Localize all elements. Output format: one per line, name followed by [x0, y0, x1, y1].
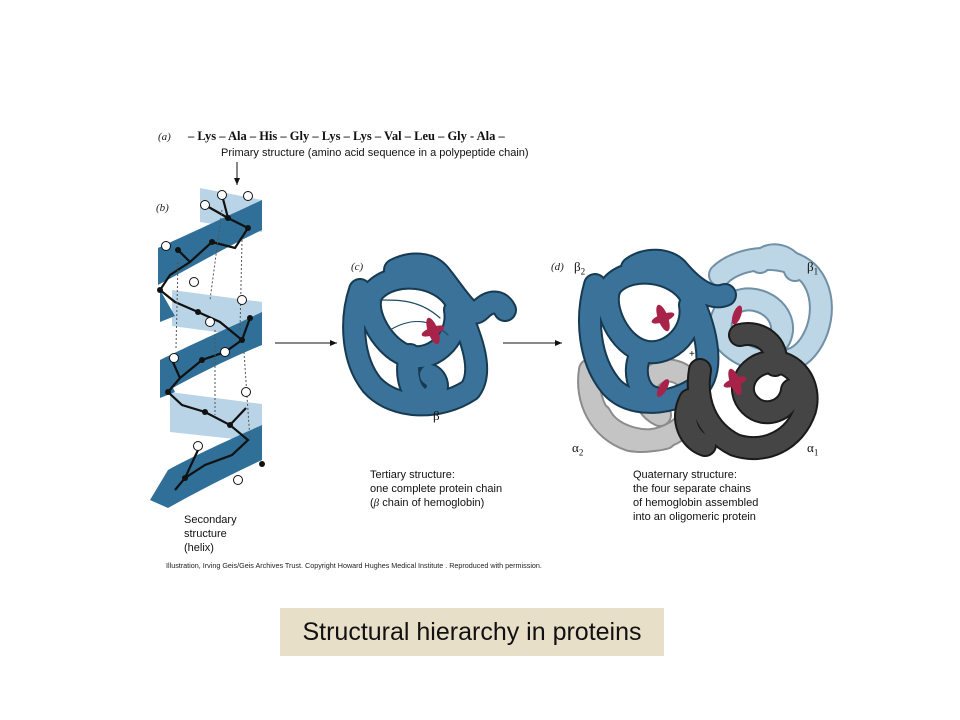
- beta-chain-tertiary: [342, 252, 517, 417]
- panel-a-label: (a): [158, 131, 171, 143]
- alpha-helix-ribbon: [150, 188, 262, 508]
- beta1-label: β1: [807, 259, 819, 277]
- alpha1-label: α1: [807, 440, 819, 458]
- heme-group-c: [421, 317, 445, 345]
- panel-b-label: (b): [156, 202, 169, 214]
- quaternary-hemoglobin: [577, 243, 833, 461]
- slide-title: Structural hierarchy in proteins: [302, 617, 642, 646]
- secondary-structure-caption: Secondary structure (helix): [184, 514, 237, 554]
- tertiary-caption-line3: (β chain of hemoglobin): [370, 497, 485, 509]
- heme-groups-d: [651, 304, 747, 397]
- tertiary-caption-beta-symbol: β: [373, 497, 380, 509]
- amino-acid-sequence: – Lys – Ala – His – Gly – Lys – Lys – Va…: [188, 129, 505, 143]
- illustration-credit: Illustration, Irving Geis/Geis Archives …: [166, 561, 542, 570]
- primary-structure-caption: Primary structure (amino acid sequence i…: [221, 147, 529, 159]
- beta-chain-label: β: [433, 408, 440, 423]
- quaternary-structure-caption: Quaternary structure: the four separate …: [633, 469, 759, 523]
- tertiary-caption-line3-text: chain of hemoglobin): [379, 497, 485, 509]
- panel-d-label: (d): [551, 261, 564, 273]
- symmetry-axis-mark: +: [689, 349, 695, 360]
- beta2-label: β2: [574, 259, 586, 277]
- panel-c-label: (c): [351, 261, 364, 273]
- helix-atoms: [157, 190, 265, 485]
- slide-title-box: Structural hierarchy in proteins: [280, 608, 664, 656]
- tertiary-caption-line2: one complete protein chain: [370, 483, 503, 495]
- alpha2-label: α2: [572, 440, 584, 458]
- tertiary-structure-caption: Tertiary structure: one complete protein…: [370, 468, 502, 510]
- tertiary-caption-line1: Tertiary structure:: [370, 469, 455, 481]
